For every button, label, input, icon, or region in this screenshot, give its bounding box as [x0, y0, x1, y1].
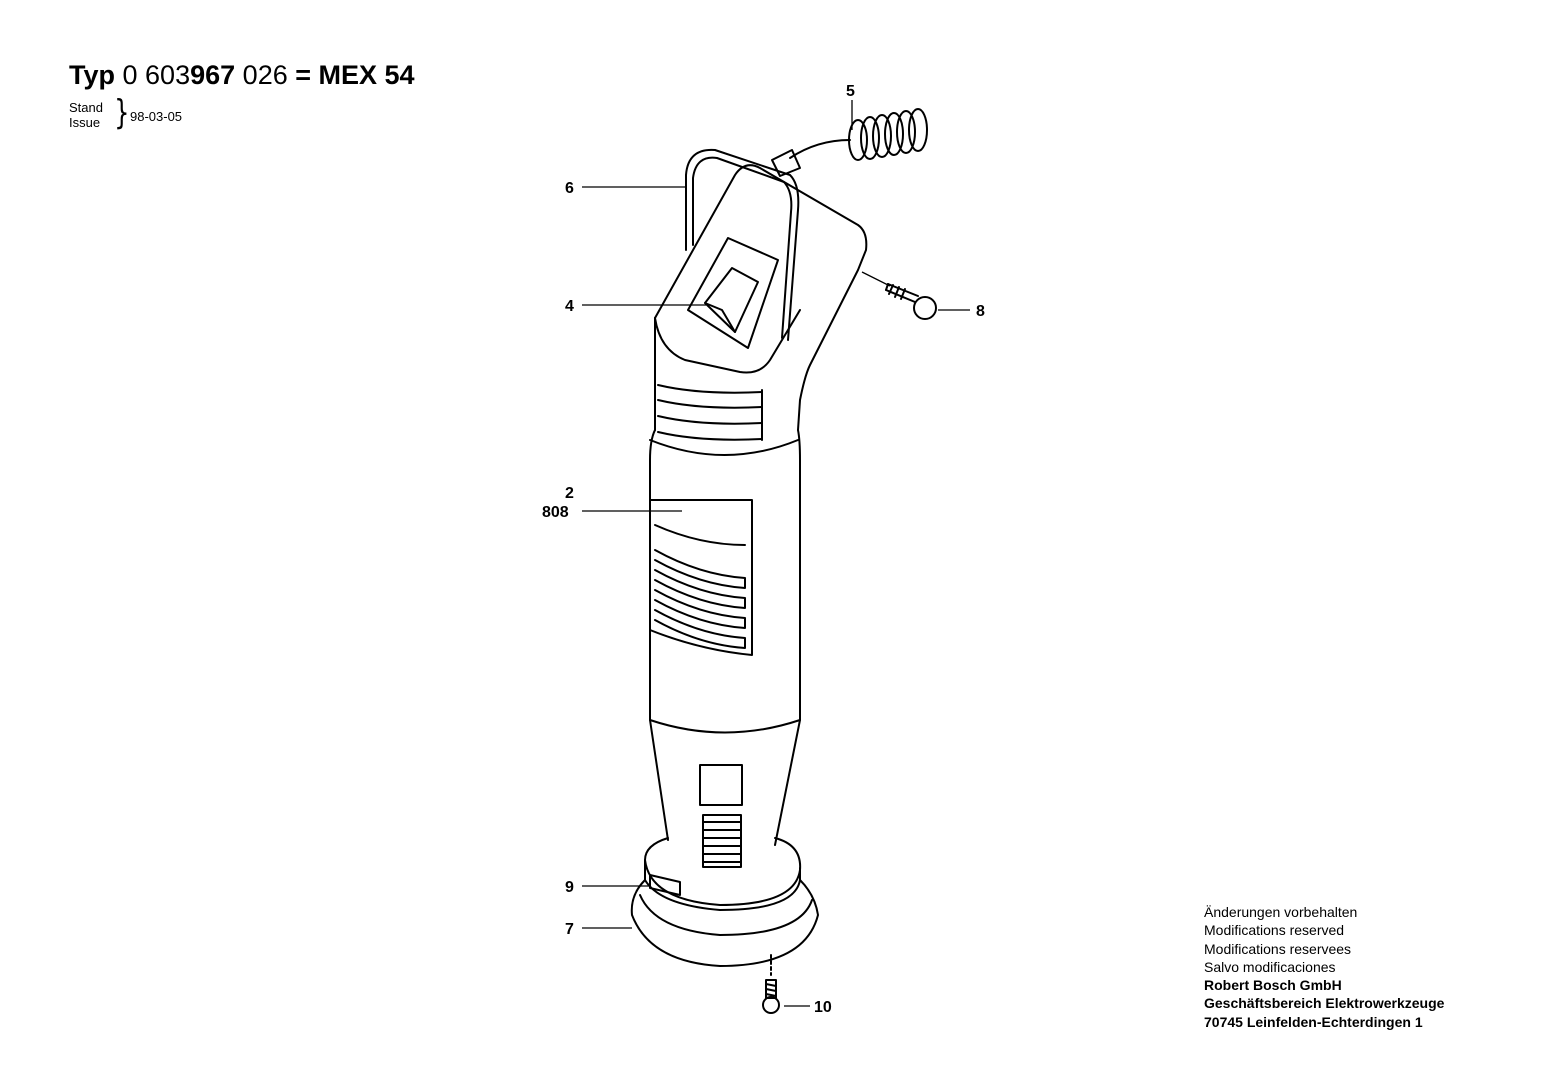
callout-5: 5 — [846, 83, 855, 100]
screw-10-part — [762, 954, 780, 1014]
screw-8-part — [885, 283, 937, 320]
title-number-suffix: 026 — [242, 60, 288, 90]
stand-label: Stand — [69, 100, 103, 115]
callout-8: 8 — [976, 303, 985, 320]
wire-bracket-part — [685, 148, 800, 341]
footer-company: Robert Bosch GmbH — [1204, 977, 1342, 994]
page-title: Typ 0 603967 026 = MEX 54 — [69, 60, 415, 91]
footer-line-es: Salvo modificaciones — [1204, 958, 1336, 975]
motor-housing-part — [649, 429, 801, 846]
footer-division: Geschäftsbereich Elektrowerkzeuge — [1204, 995, 1445, 1012]
callout-2: 2 — [565, 485, 574, 502]
title-typ: Typ — [69, 60, 115, 90]
brace-icon: } — [114, 93, 130, 133]
title-number-prefix: 0 603 — [122, 60, 191, 90]
callout-10: 10 — [814, 999, 832, 1016]
footer-notice: Änderungen vorbehalten Modifications res… — [1204, 903, 1444, 1031]
callout-808: 808 — [542, 504, 569, 521]
footer-address: 70745 Leinfelden-Echterdingen 1 — [1204, 1013, 1423, 1030]
callout-7: 7 — [565, 921, 574, 938]
title-model: = MEX 54 — [295, 60, 415, 90]
upper-vents — [657, 384, 763, 441]
sanding-pad-part — [630, 879, 819, 967]
leader-8a — [861, 271, 891, 287]
nose-grille — [699, 764, 743, 868]
issue-label: Issue — [69, 115, 101, 130]
callout-6: 6 — [565, 180, 574, 197]
switch-recess — [687, 237, 779, 349]
title-number-bold: 967 — [190, 60, 236, 90]
handle-head — [654, 164, 868, 431]
footer-line-en: Modifications reserved — [1204, 922, 1345, 939]
coiled-cable-part — [771, 108, 928, 177]
callout-9: 9 — [565, 879, 574, 896]
stand-issue-labels: Stand Issue — [69, 100, 103, 130]
issue-date: 98-03-05 — [130, 109, 183, 124]
callout-4: 4 — [565, 298, 574, 315]
clamping-ring-part — [644, 837, 802, 911]
footer-line-fr: Modifications reservees — [1204, 940, 1352, 957]
footer-line-de: Änderungen vorbehalten — [1204, 904, 1358, 920]
on-off-switch — [704, 267, 759, 333]
